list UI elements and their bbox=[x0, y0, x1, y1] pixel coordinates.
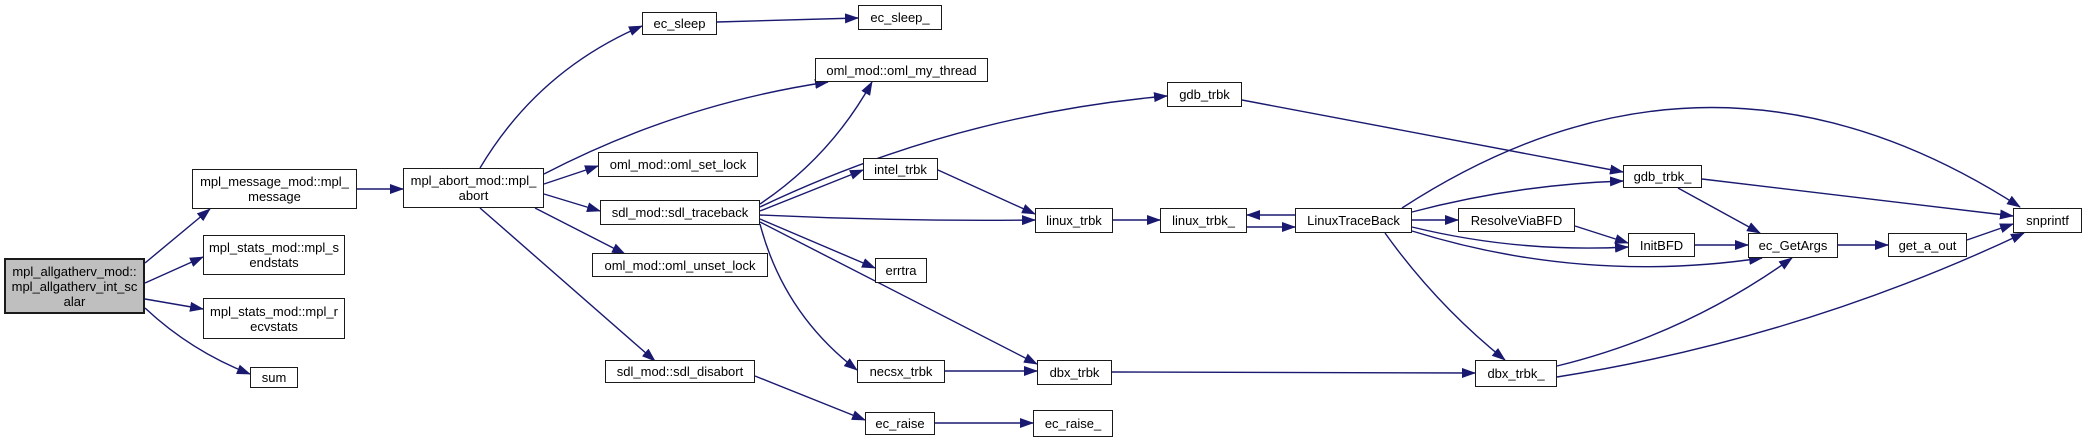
graph-node-LinuxTraceBack[interactable]: LinuxTraceBack bbox=[1295, 208, 1412, 233]
edge-mpl_abort-to-oml_unset_lock bbox=[534, 207, 626, 255]
edge-gdb_trbk-to-gdb_trbk_ bbox=[1241, 99, 1624, 175]
graph-node-sum[interactable]: sum bbox=[250, 367, 298, 388]
edge-sdl_traceback-to-dbx_trbk bbox=[759, 221, 1038, 365]
edge-sdl_traceback-to-gdb_trbk bbox=[759, 92, 1168, 208]
graph-node-InitBFD[interactable]: InitBFD bbox=[1628, 233, 1695, 257]
edge-sdl_traceback-to-errtra bbox=[759, 218, 876, 269]
edge-intel_trbk-to-linux_trbk bbox=[937, 169, 1036, 215]
graph-node-mpl_message[interactable]: mpl_message_mod::mpl_message bbox=[192, 169, 357, 209]
edge-LinuxTraceBack-to-dbx_trbk_ bbox=[1384, 232, 1506, 361]
graph-node-mpl_abort[interactable]: mpl_abort_mod::mpl_abort bbox=[403, 168, 544, 208]
graph-node-dbx_trbk[interactable]: dbx_trbk bbox=[1037, 360, 1112, 385]
graph-node-ec_sleep[interactable]: ec_sleep bbox=[642, 12, 717, 35]
edge-dbx_trbk_-to-ec_GetArgs bbox=[1556, 257, 1793, 367]
graph-node-snprintf[interactable]: snprintf bbox=[2013, 208, 2082, 233]
edge-mpl_abort-to-ec_sleep bbox=[479, 25, 643, 169]
edge-dbx_trbk-to-dbx_trbk_ bbox=[1111, 367, 1476, 378]
graph-node-gdb_trbk_[interactable]: gdb_trbk_ bbox=[1623, 165, 1702, 188]
edge-mpl_abort-to-oml_my_thread bbox=[543, 78, 829, 175]
edge-mpl_abort-to-sdl_traceback bbox=[543, 193, 601, 213]
edge-sdl_traceback-to-oml_my_thread bbox=[759, 81, 873, 205]
graph-node-necsx_trbk[interactable]: necsx_trbk bbox=[857, 360, 945, 383]
graph-node-get_a_out[interactable]: get_a_out bbox=[1888, 233, 1967, 257]
edge-LinuxTraceBack-to-snprintf bbox=[1401, 106, 2021, 209]
edge-root-to-mpl_sendstats bbox=[144, 256, 204, 284]
graph-node-mpl_sendstats[interactable]: mpl_stats_mod::mpl_sendstats bbox=[203, 235, 345, 275]
graph-node-oml_unset_lock[interactable]: oml_mod::oml_unset_lock bbox=[592, 253, 768, 277]
edge-gdb_trbk_-to-snprintf bbox=[1701, 178, 2014, 220]
graph-node-sdl_disabort[interactable]: sdl_mod::sdl_disabort bbox=[605, 360, 755, 383]
graph-node-intel_trbk[interactable]: intel_trbk bbox=[863, 158, 938, 180]
graph-node-dbx_trbk_[interactable]: dbx_trbk_ bbox=[1475, 360, 1557, 387]
edge-ResolveViaBFD-to-InitBFD bbox=[1574, 225, 1629, 244]
graph-node-oml_set_lock[interactable]: oml_mod::oml_set_lock bbox=[598, 152, 758, 177]
graph-node-ec_raise_[interactable]: ec_raise_ bbox=[1033, 410, 1113, 437]
edge-sdl_traceback-to-necsx_trbk bbox=[759, 223, 858, 371]
edge-sdl_traceback-to-intel_trbk bbox=[759, 169, 864, 212]
edge-mpl_abort-to-sdl_disabort bbox=[479, 207, 656, 362]
edge-ec_sleep-to-ec_sleep_ bbox=[716, 13, 859, 24]
graph-node-mpl_recvstats[interactable]: mpl_stats_mod::mpl_recvstats bbox=[203, 298, 345, 339]
graph-node-linux_trbk[interactable]: linux_trbk bbox=[1035, 208, 1113, 233]
graph-node-root: mpl_allgatherv_mod::mpl_allgatherv_int_s… bbox=[4, 258, 145, 314]
edge-root-to-sum bbox=[144, 307, 251, 375]
graph-node-errtra[interactable]: errtra bbox=[875, 258, 927, 283]
graph-node-ResolveViaBFD[interactable]: ResolveViaBFD bbox=[1458, 208, 1575, 232]
edge-sdl_disabort-to-ec_raise bbox=[754, 375, 866, 421]
edge-dbx_trbk_-to-snprintf bbox=[1556, 232, 2025, 378]
graph-node-gdb_trbk[interactable]: gdb_trbk bbox=[1167, 82, 1242, 107]
graph-node-sdl_traceback[interactable]: sdl_mod::sdl_traceback bbox=[600, 200, 760, 225]
edge-sdl_traceback-to-linux_trbk bbox=[759, 214, 1036, 226]
edge-LinuxTraceBack-to-InitBFD bbox=[1411, 226, 1629, 253]
edge-LinuxTraceBack-to-ec_GetArgs bbox=[1411, 230, 1763, 268]
graph-node-oml_my_thread[interactable]: oml_mod::oml_my_thread bbox=[815, 58, 988, 82]
edge-get_a_out-to-snprintf bbox=[1966, 223, 2014, 241]
graph-node-ec_GetArgs[interactable]: ec_GetArgs bbox=[1748, 233, 1838, 258]
edge-LinuxTraceBack-to-gdb_trbk_ bbox=[1411, 176, 1624, 213]
graph-node-linux_trbk_[interactable]: linux_trbk_ bbox=[1160, 208, 1247, 233]
edge-root-to-mpl_recvstats bbox=[144, 298, 204, 312]
edge-mpl_abort-to-oml_set_lock bbox=[543, 165, 599, 185]
graph-node-ec_raise[interactable]: ec_raise bbox=[865, 412, 935, 435]
graph-node-ec_sleep_[interactable]: ec_sleep_ bbox=[858, 5, 942, 30]
edge-gdb_trbk_-to-ec_GetArgs bbox=[1677, 187, 1761, 234]
edge-root-to-mpl_message bbox=[144, 208, 211, 264]
